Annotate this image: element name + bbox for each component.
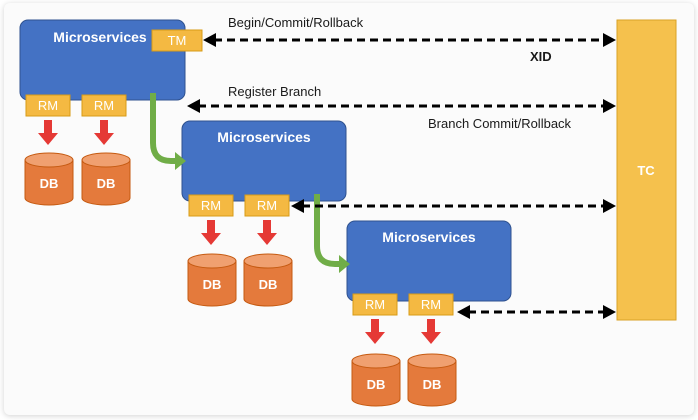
db-3b-label: DB [423,377,442,392]
green-arrow-1-head [175,152,186,170]
db-1b-top [81,152,131,168]
green-arrow-2 [314,194,350,273]
tc-node: TC [616,19,677,321]
rm-box-2a [188,194,234,217]
db-1b-label: DB [97,176,116,191]
db-2a-body [187,260,237,307]
rm-label-3b: RM [421,297,441,312]
register-arrow-right-head [603,99,616,113]
red-arrow-3a [365,319,385,344]
rm-box-1b [81,94,127,117]
begin-arrow-right-head [603,33,616,47]
rm-label-1a: RM [38,98,58,113]
db-2a-top [187,253,237,269]
microservice-3-label: Microservices [382,229,476,245]
db-3b-body [407,360,457,407]
branch-commit-arrow-2 [291,199,616,213]
green-arrow-2-head [339,255,350,273]
rm-label-3a: RM [365,297,385,312]
rm-label-1b: RM [94,98,114,113]
red-arrows [38,120,441,344]
red-arrow-2b [257,220,277,245]
db-3a-label: DB [367,377,386,392]
db-1a-top [24,152,74,168]
register-branch-label: Register Branch [228,84,321,99]
db-1b-body [81,159,131,206]
db-1b: DB [81,152,131,206]
red-arrow-2a [201,220,221,245]
begin-commit-rollback-label: Begin/Commit/Rollback [228,15,364,30]
tm-label: TM [168,33,187,48]
db-1a-label: DB [40,176,59,191]
xid-label: XID [530,49,552,64]
db-3b: DB [407,353,457,407]
db-3a-body [351,360,401,407]
microservice-2: Microservices RM RM [181,120,347,217]
branch-2-left-head [291,199,304,213]
branch-commit-rollback-label: Branch Commit/Rollback [428,116,572,131]
microservice-3: Microservices RM RM [346,220,512,316]
register-arrow-left-head [187,99,200,113]
rm-box-3a [352,293,398,316]
db-1a-body [24,159,74,206]
microservice-2-label: Microservices [217,129,311,145]
db-3a-top [351,353,401,369]
begin-arrow-left-head [203,33,216,47]
begin-commit-rollback-arrow [203,33,616,47]
rm-label-2b: RM [257,198,277,213]
red-arrow-3b [421,319,441,344]
register-branch-arrow [187,99,616,113]
db-2b-body [243,260,293,307]
red-arrow-1b [94,120,114,145]
tc-box [616,19,677,321]
branch-2-right-head [603,199,616,213]
microservice-1: Microservices TM RM RM [19,19,203,117]
microservice-1-label: Microservices [53,29,147,45]
red-arrow-1a [38,120,58,145]
tc-label: TC [637,163,655,178]
db-3b-top [407,353,457,369]
db-2b-label: DB [259,277,278,292]
db-3a: DB [351,353,401,407]
branch-3-right-head [603,305,616,319]
branch-3-left-head [457,305,470,319]
rm-label-2a: RM [201,198,221,213]
branch-commit-arrow-3 [457,305,616,319]
db-2b: DB [243,253,293,307]
db-2b-top [243,253,293,269]
rm-box-3b [408,293,454,316]
tm-box [151,29,203,52]
rm-box-2b [244,194,290,217]
green-arrow-1 [150,93,186,170]
db-2a-label: DB [203,277,222,292]
green-arrow-1-path [150,93,176,164]
db-2a: DB [187,253,237,307]
db-1a: DB [24,152,74,206]
rm-box-1a [25,94,71,117]
green-arrow-2-path [314,194,340,267]
